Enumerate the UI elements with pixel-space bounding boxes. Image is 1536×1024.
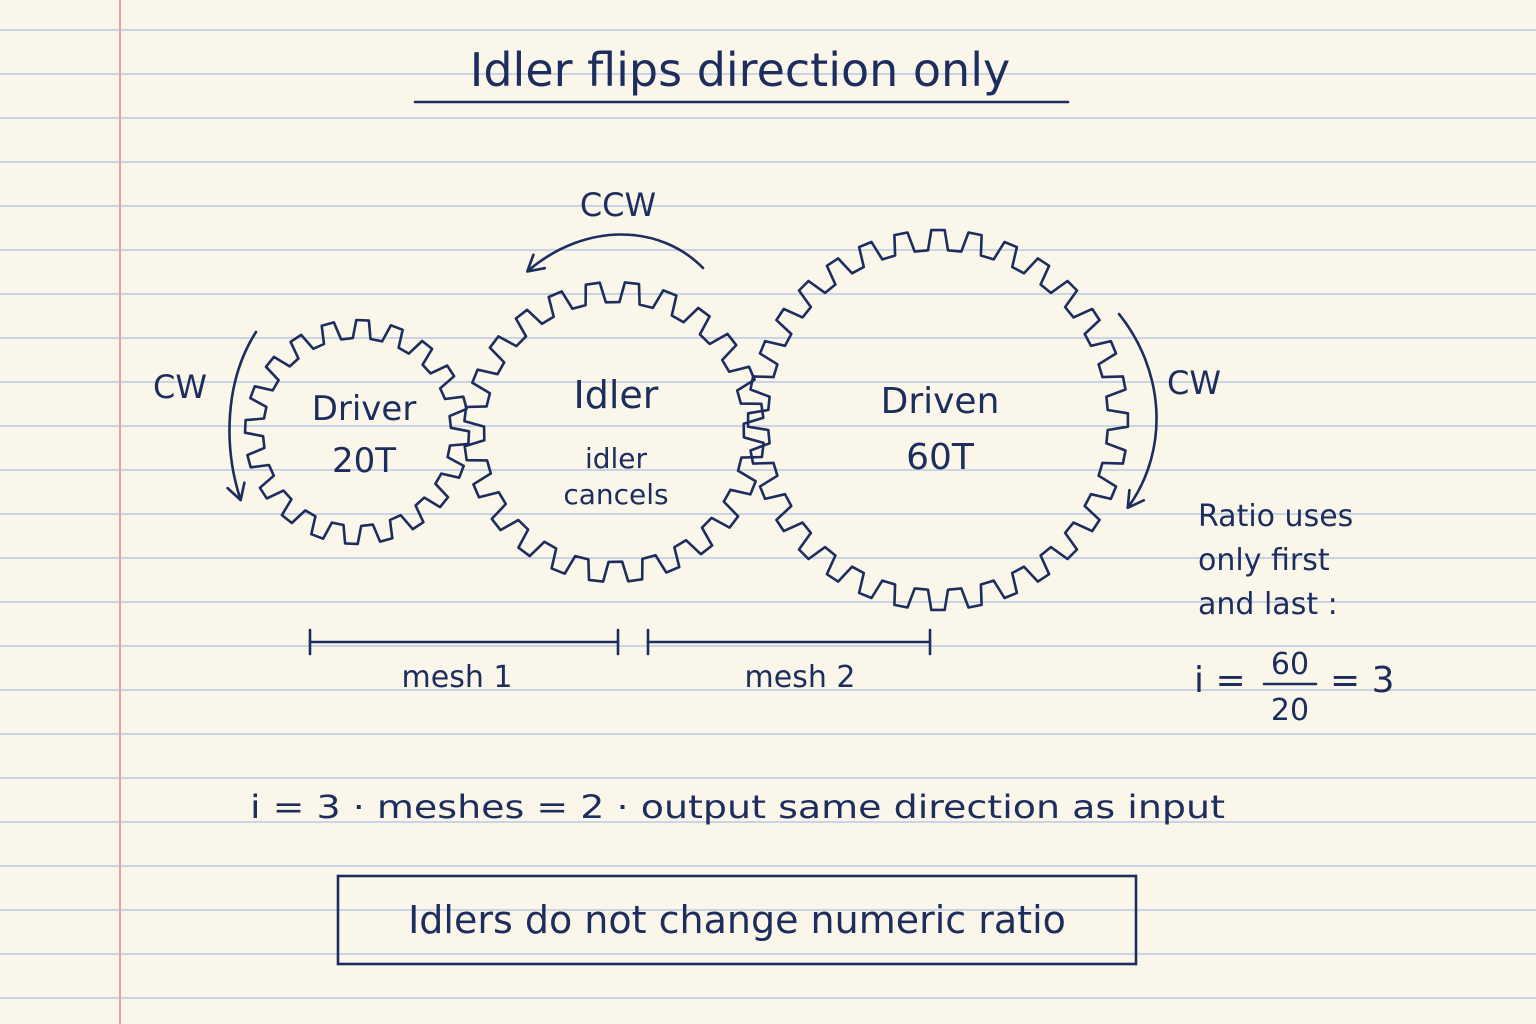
- diagram-title: Idler flips direction only: [470, 43, 1010, 97]
- driver-gear: [243, 318, 471, 546]
- driven-rotation-label: CW: [1167, 364, 1221, 402]
- ratio-formula-rhs: = 3: [1330, 660, 1395, 701]
- idler-gear: [463, 281, 765, 583]
- mesh-1-label: mesh 1: [402, 660, 513, 695]
- idler-rotation-arrow: [525, 233, 705, 273]
- driver-teeth-label: 20T: [332, 441, 396, 481]
- ratio-formula-lhs: i =: [1194, 660, 1246, 701]
- ruled-lines: [0, 29, 1536, 999]
- summary-equation: i = 3 · meshes = 2 · output same directi…: [250, 788, 1225, 826]
- driven-rotation-arrow: [1117, 312, 1158, 510]
- mesh-1-span: [308, 628, 620, 656]
- ratio-denominator: 20: [1271, 693, 1309, 728]
- idler-rotation-label: CCW: [580, 186, 656, 224]
- driver-rotation-label: CW: [153, 368, 207, 406]
- side-note-line1: Ratio uses: [1198, 499, 1353, 534]
- driven-teeth-label: 60T: [906, 437, 975, 478]
- driven-gear: [746, 228, 1130, 612]
- driver-label: Driver: [312, 389, 417, 429]
- idler-note-line2: cancels: [563, 478, 668, 511]
- side-note-line3: and last :: [1198, 587, 1338, 622]
- mesh-2-label: mesh 2: [745, 660, 856, 695]
- side-note-line2: only first: [1198, 543, 1330, 578]
- conclusion-box: [336, 874, 1138, 966]
- driver-rotation-arrow: [226, 330, 258, 502]
- ratio-numerator: 60: [1271, 647, 1309, 682]
- idler-note-line1: idler: [585, 442, 648, 475]
- mesh-2-span: [646, 628, 932, 656]
- idler-label: Idler: [574, 373, 659, 417]
- conclusion-text: Idlers do not change numeric ratio: [408, 898, 1066, 942]
- driven-label: Driven: [881, 381, 1000, 422]
